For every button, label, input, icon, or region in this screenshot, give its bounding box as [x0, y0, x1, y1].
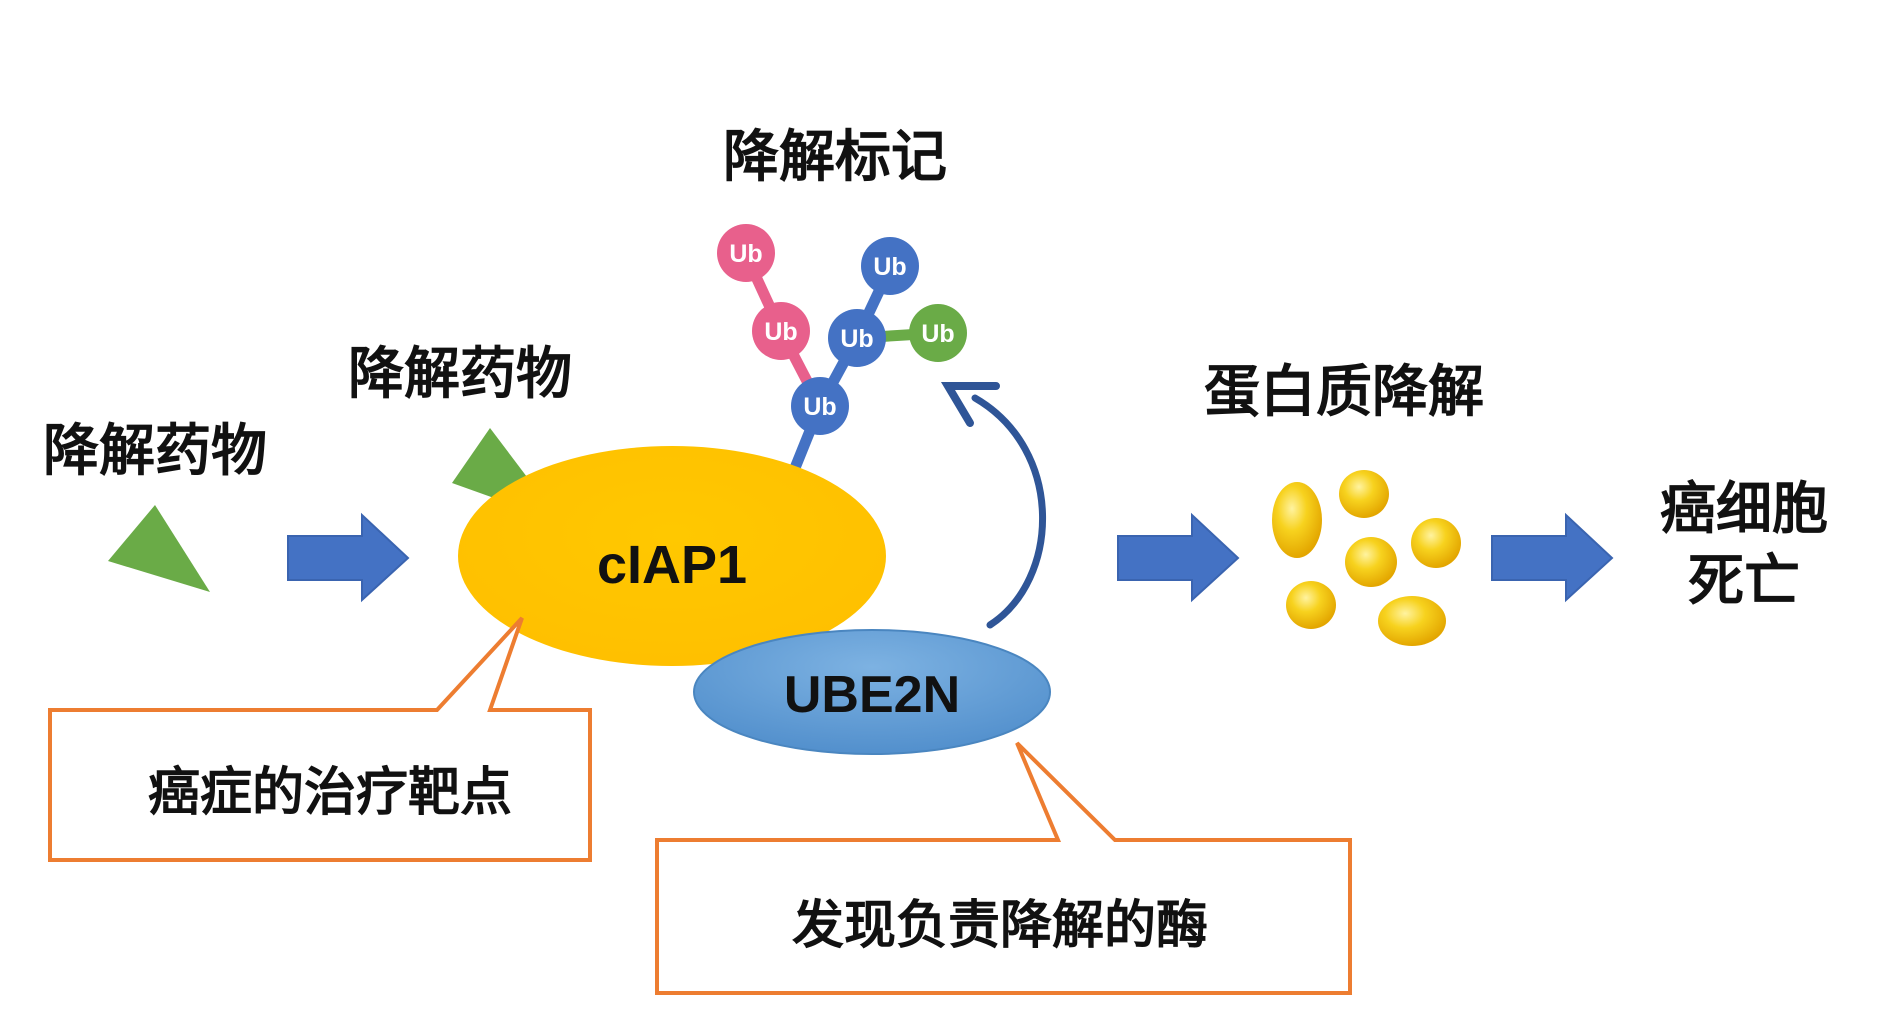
svg-text:Ub: Ub	[873, 253, 906, 281]
fragment-icon	[1339, 470, 1389, 518]
flow-arrow-2	[1117, 512, 1240, 603]
drug-triangle-left	[108, 505, 210, 592]
svg-text:Ub: Ub	[764, 318, 797, 346]
callout-target: 癌症的治疗靶点	[48, 616, 592, 862]
svg-text:Ub: Ub	[803, 393, 836, 421]
ubiquitination-curve-arrow	[971, 394, 1046, 629]
protein-degradation-label: 蛋白质降解	[1204, 360, 1484, 425]
ciap1-label: cIAP1	[597, 535, 747, 595]
callout-enzyme: 发现负责降解的酶	[655, 741, 1352, 995]
fragment-icon	[1378, 596, 1446, 646]
ubiquitin-node: Ub	[828, 309, 886, 367]
flow-arrow-3	[1491, 512, 1614, 603]
flow-arrow-1	[287, 512, 410, 603]
ubiquitin-node: Ub	[909, 304, 967, 362]
callout-target-text: 癌症的治疗靶点	[148, 763, 512, 823]
ubiquitin-node: Ub	[717, 224, 775, 282]
cell-death-label-line1: 癌细胞	[1660, 477, 1828, 542]
ube2n-enzyme	[693, 629, 1051, 755]
ube2n-label: UBE2N	[784, 666, 960, 724]
degradation-mark-label: 降解标记	[723, 125, 947, 190]
cell-death-label-line2: 死亡	[1688, 549, 1800, 614]
ubiquitin-node: Ub	[861, 237, 919, 295]
curve-arrowhead-icon	[940, 382, 1000, 427]
svg-text:Ub: Ub	[921, 320, 954, 348]
protein-fragments	[1272, 470, 1461, 646]
fragment-icon	[1411, 518, 1461, 568]
fragment-icon	[1345, 537, 1397, 587]
drug-label-left: 降解药物	[43, 419, 267, 484]
ciap1-protein	[458, 446, 886, 666]
svg-text:Ub: Ub	[729, 240, 762, 268]
fragment-icon	[1286, 581, 1336, 629]
ubiquitin-node: Ub	[752, 302, 810, 360]
svg-text:Ub: Ub	[840, 325, 873, 353]
callout-enzyme-text: 发现负责降解的酶	[792, 896, 1208, 956]
fragment-icon	[1272, 482, 1322, 558]
drug-label-top: 降解药物	[348, 342, 572, 407]
ubiquitin-node: Ub	[791, 377, 849, 435]
